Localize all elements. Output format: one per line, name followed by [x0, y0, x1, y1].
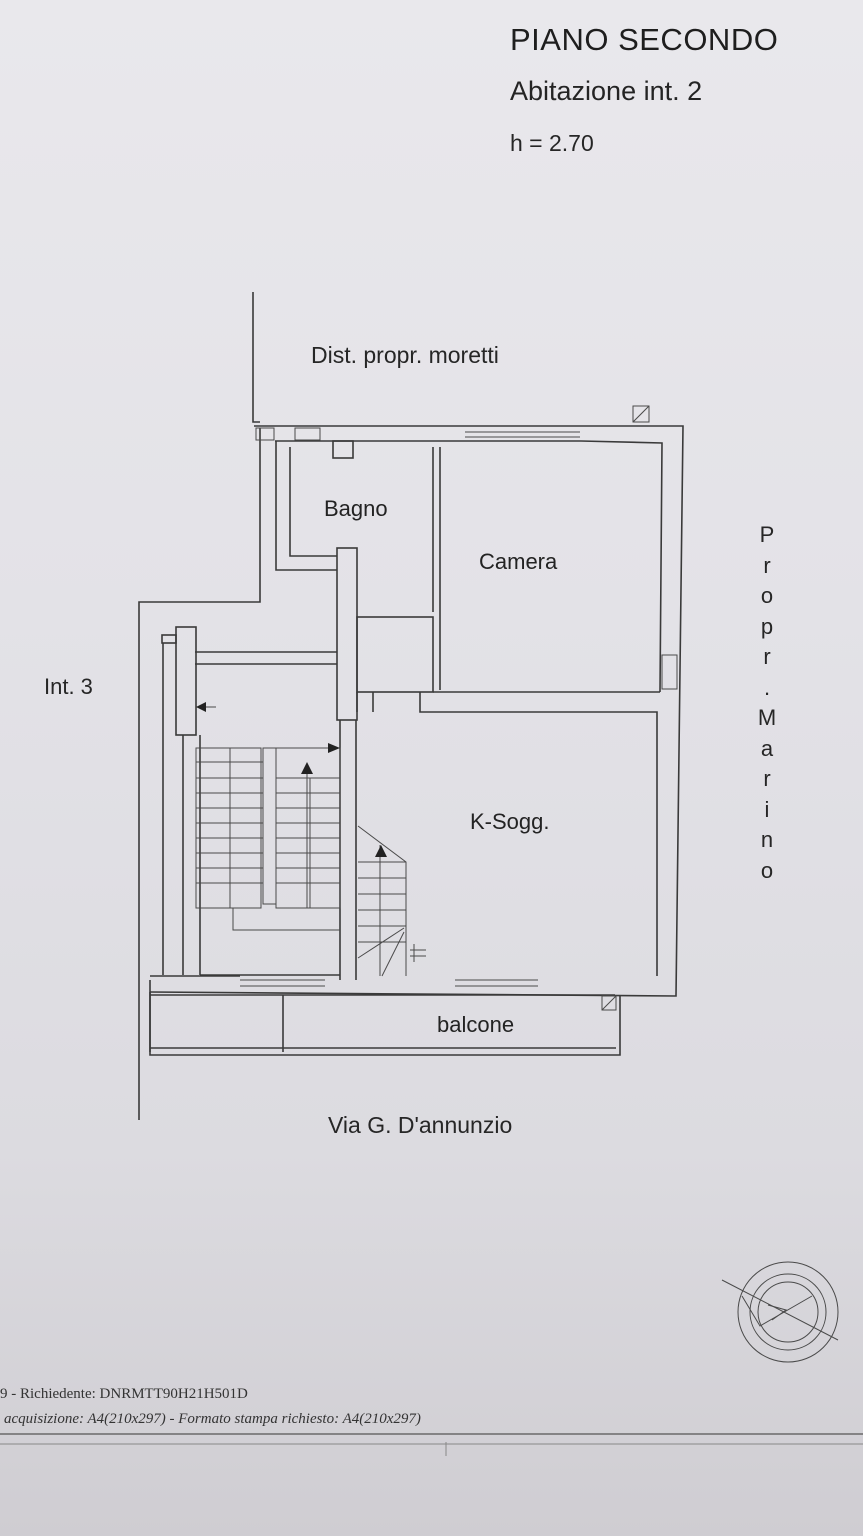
- footer-rules: [0, 1433, 863, 1456]
- room-label-camera: Camera: [479, 549, 558, 574]
- ceiling-height: h = 2.70: [510, 130, 594, 156]
- page-title: PIANO SECONDO: [510, 22, 779, 57]
- room-label-bagno: Bagno: [324, 496, 388, 521]
- main-staircase: [195, 747, 341, 931]
- east-letter: .: [763, 674, 771, 700]
- north-arrow-compass-icon: [721, 1261, 839, 1363]
- east-letter: p: [760, 613, 774, 639]
- east-letter: P: [759, 522, 775, 547]
- east-letter: a: [760, 735, 774, 761]
- footer-requester: 9 - Richiedente: DNRMTT90H21H501D: [0, 1386, 248, 1402]
- page-subtitle: Abitazione int. 2: [510, 76, 703, 106]
- east-letter: o: [760, 583, 774, 608]
- east-letter: r: [763, 644, 771, 669]
- east-letter: M: [757, 705, 777, 730]
- spiral-staircase: [357, 825, 426, 977]
- west-boundary-label: Int. 3: [44, 674, 93, 699]
- room-label-balcone: balcone: [437, 1012, 515, 1037]
- exterior-walls: [149, 405, 684, 1052]
- east-letter: r: [763, 552, 771, 578]
- east-letter: n: [760, 827, 774, 852]
- east-letter: r: [763, 766, 771, 791]
- footer-format: acquisizione: A4(210x297) - Formato stam…: [4, 1411, 421, 1427]
- interior-walls: [161, 440, 660, 980]
- east-letter: o: [760, 857, 774, 883]
- north-boundary-label: Dist. propr. moretti: [311, 342, 499, 368]
- entrance-arrows: [196, 702, 340, 753]
- east-boundary-label: P r o p r . M a r i n o: [750, 520, 784, 886]
- south-boundary-label: Via G. D'annunzio: [328, 1112, 513, 1138]
- east-letter: i: [764, 796, 770, 822]
- room-label-k-sogg: K-Sogg.: [470, 809, 550, 834]
